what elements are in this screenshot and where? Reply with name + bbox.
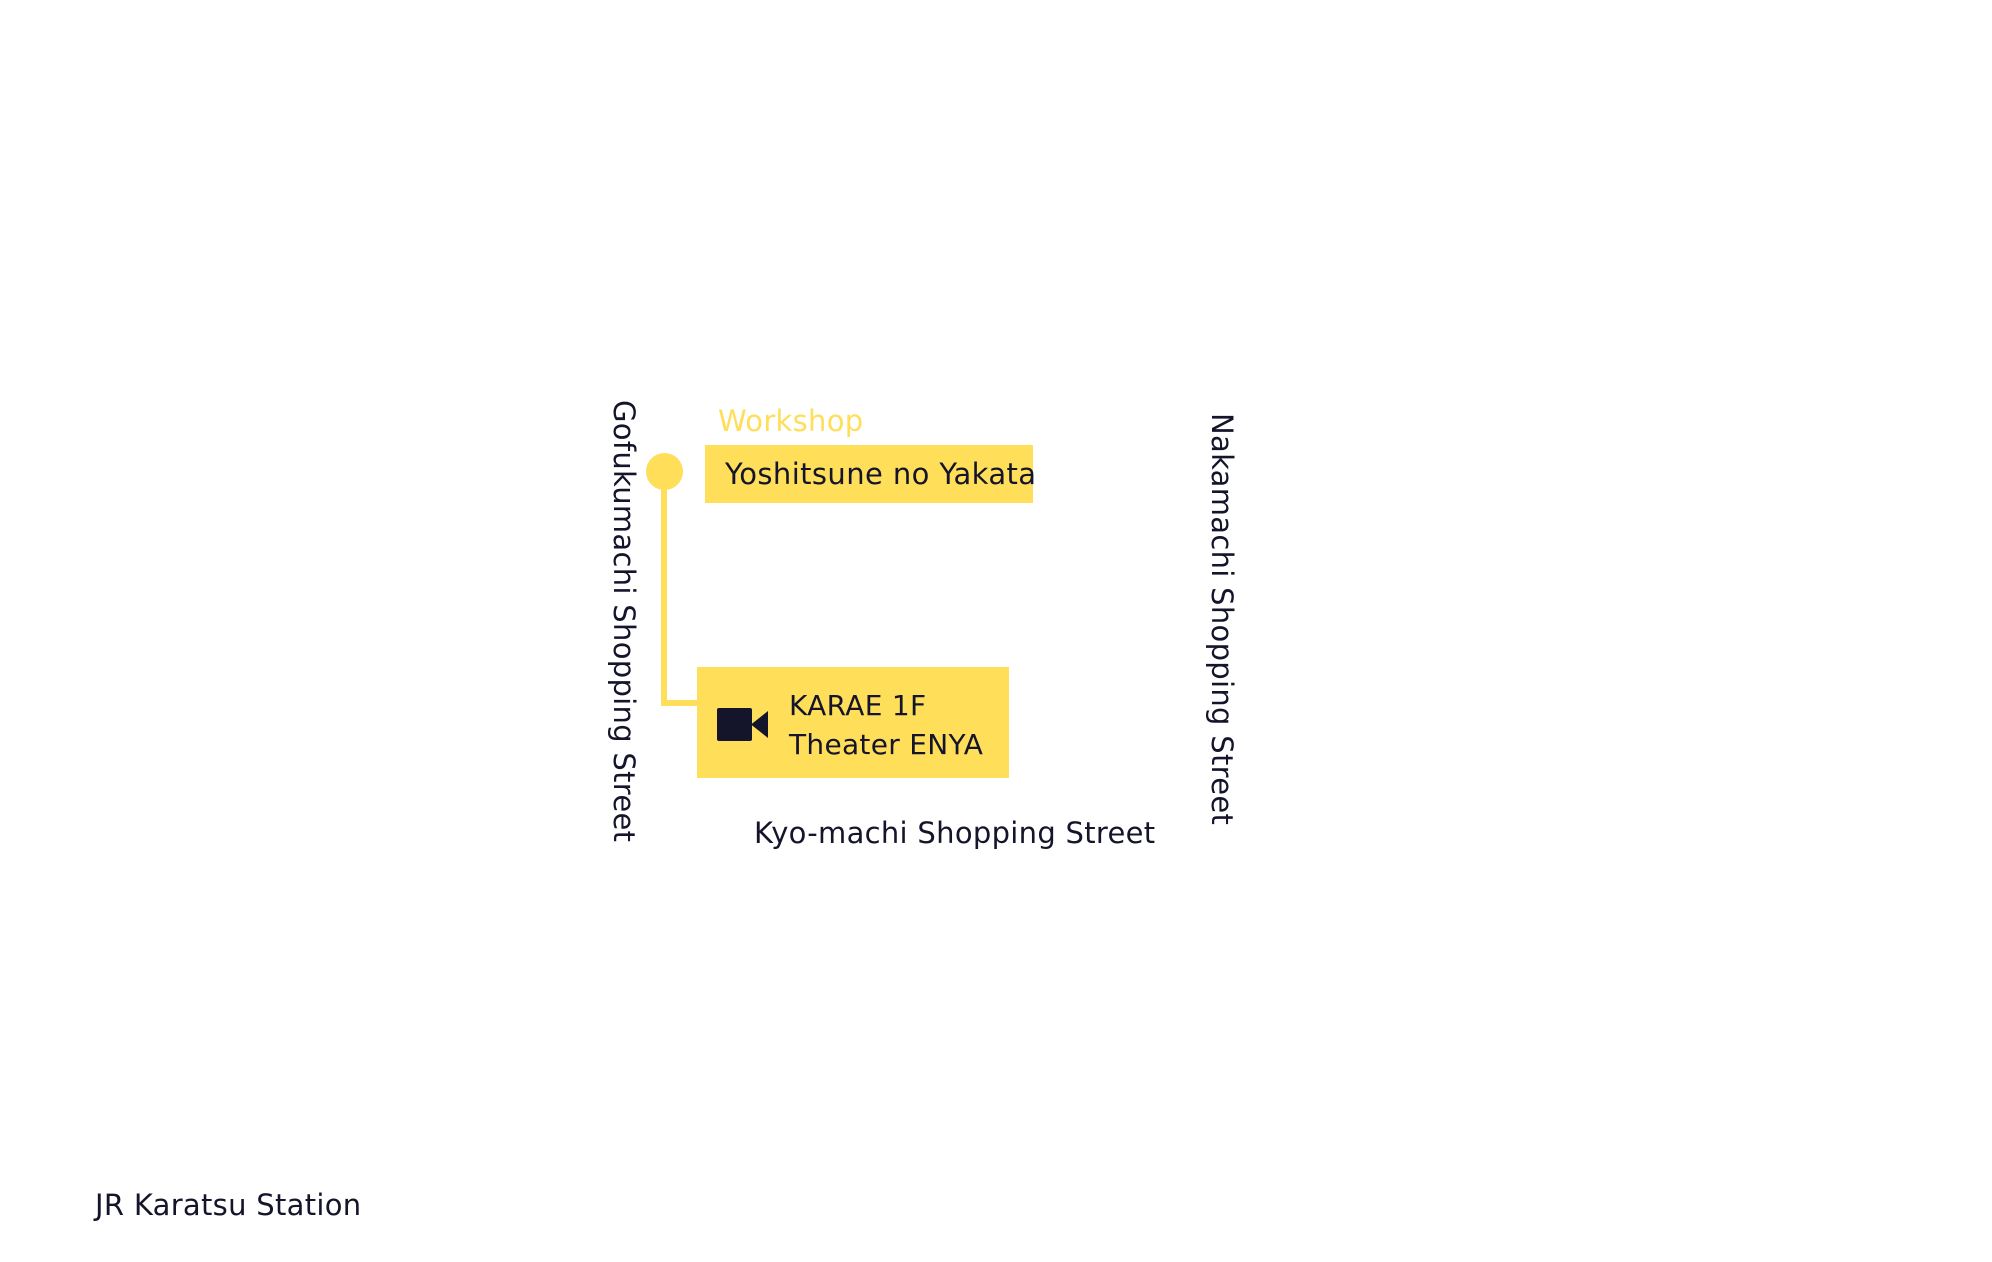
yoshitsune-place-label: Yoshitsune no Yakata xyxy=(725,457,1037,491)
karae-theater-label: Theater ENYA xyxy=(789,728,984,761)
karae-place-label: KARAE 1F Theater ENYA xyxy=(789,686,983,764)
station-label: JR Karatsu Station xyxy=(95,1188,362,1222)
gofukumachi-street-label: Gofukumachi Shopping Street xyxy=(607,400,641,843)
video-camera-icon xyxy=(717,708,769,741)
karae-place-box[interactable]: KARAE 1F Theater ENYA xyxy=(697,667,1009,778)
yoshitsune-place-box[interactable]: Yoshitsune no Yakata xyxy=(705,445,1037,503)
location-dot-icon[interactable] xyxy=(646,453,683,490)
workshop-category-label: Workshop xyxy=(718,404,864,438)
route-connector-branch xyxy=(661,700,699,706)
nakamachi-street-label: Nakamachi Shopping Street xyxy=(1205,413,1239,826)
karae-floor-label: KARAE 1F xyxy=(789,689,927,722)
route-connector-line xyxy=(661,470,667,706)
kyomachi-street-label: Kyo-machi Shopping Street xyxy=(754,816,1156,850)
